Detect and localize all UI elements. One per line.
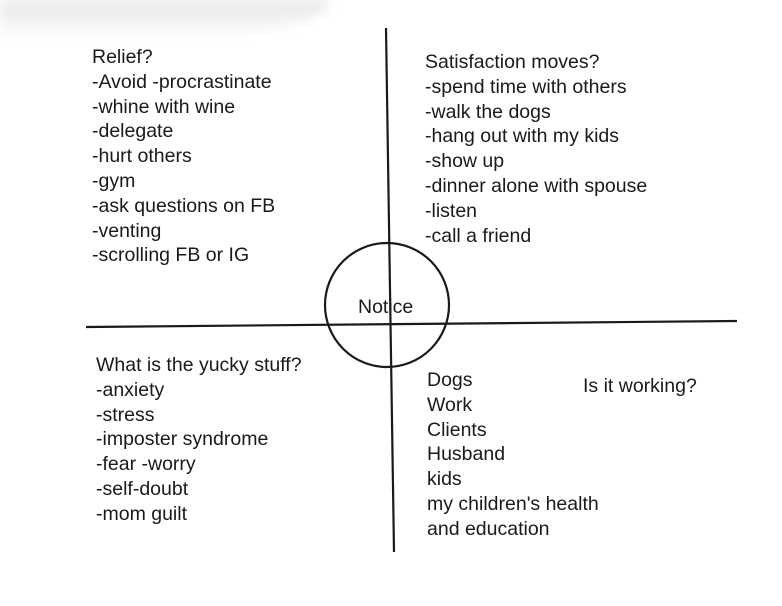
list-item: and education [427, 517, 550, 540]
list-item: -hurt others [92, 145, 192, 168]
quadrant-heading: What is the yucky stuff? [96, 354, 302, 376]
list-item: -gym [92, 169, 136, 192]
list-item: -venting [92, 219, 162, 242]
list-item: -imposter syndrome [96, 428, 269, 451]
list-item: -listen [425, 199, 478, 222]
quadrant-values: Dogs Work Clients Husband kids my childr… [427, 368, 599, 542]
list-item: Dogs [427, 369, 473, 391]
quadrant-heading: Satisfaction moves? [425, 51, 600, 73]
list-item: -hang out with my kids [425, 125, 620, 148]
list-item: Husband [427, 443, 506, 466]
list-item: -Avoid -procrastinate [92, 70, 272, 93]
list-item: -dinner alone with spouse [425, 174, 648, 197]
center-label: Notice [358, 296, 414, 318]
center-circle [323, 241, 451, 369]
list-item: -stress [96, 403, 155, 426]
quadrant-heading: Relief? [92, 46, 153, 68]
list-item: -self-doubt [96, 477, 189, 500]
list-item: -delegate [92, 120, 174, 143]
list-item: -mom guilt [96, 502, 188, 525]
horizontal-axis [85, 319, 738, 329]
list-item: kids [427, 468, 462, 491]
list-item: my children's health [427, 492, 599, 515]
list-item: -show up [425, 150, 505, 173]
quadrant-question: Is it working? [583, 375, 697, 397]
list-item: -ask questions on FB [92, 194, 276, 217]
quadrant-relief: Relief? -Avoid -procrastinate -whine wit… [92, 45, 275, 268]
vertical-axis [384, 27, 396, 553]
quadrant-satisfaction: Satisfaction moves? -spend time with oth… [425, 50, 647, 248]
list-item: -anxiety [96, 378, 165, 401]
quadrant-yucky-stuff: What is the yucky stuff? -anxiety -stres… [96, 353, 302, 527]
list-item: -walk the dogs [425, 100, 551, 123]
list-item: Work [427, 393, 473, 416]
list-item: Clients [427, 418, 487, 441]
list-item: -scrolling FB or IG [92, 244, 250, 267]
list-item: -whine with wine [92, 95, 236, 118]
list-item: -fear -worry [96, 453, 196, 476]
list-item: -call a friend [425, 224, 532, 247]
list-item: -spend time with others [425, 75, 627, 98]
